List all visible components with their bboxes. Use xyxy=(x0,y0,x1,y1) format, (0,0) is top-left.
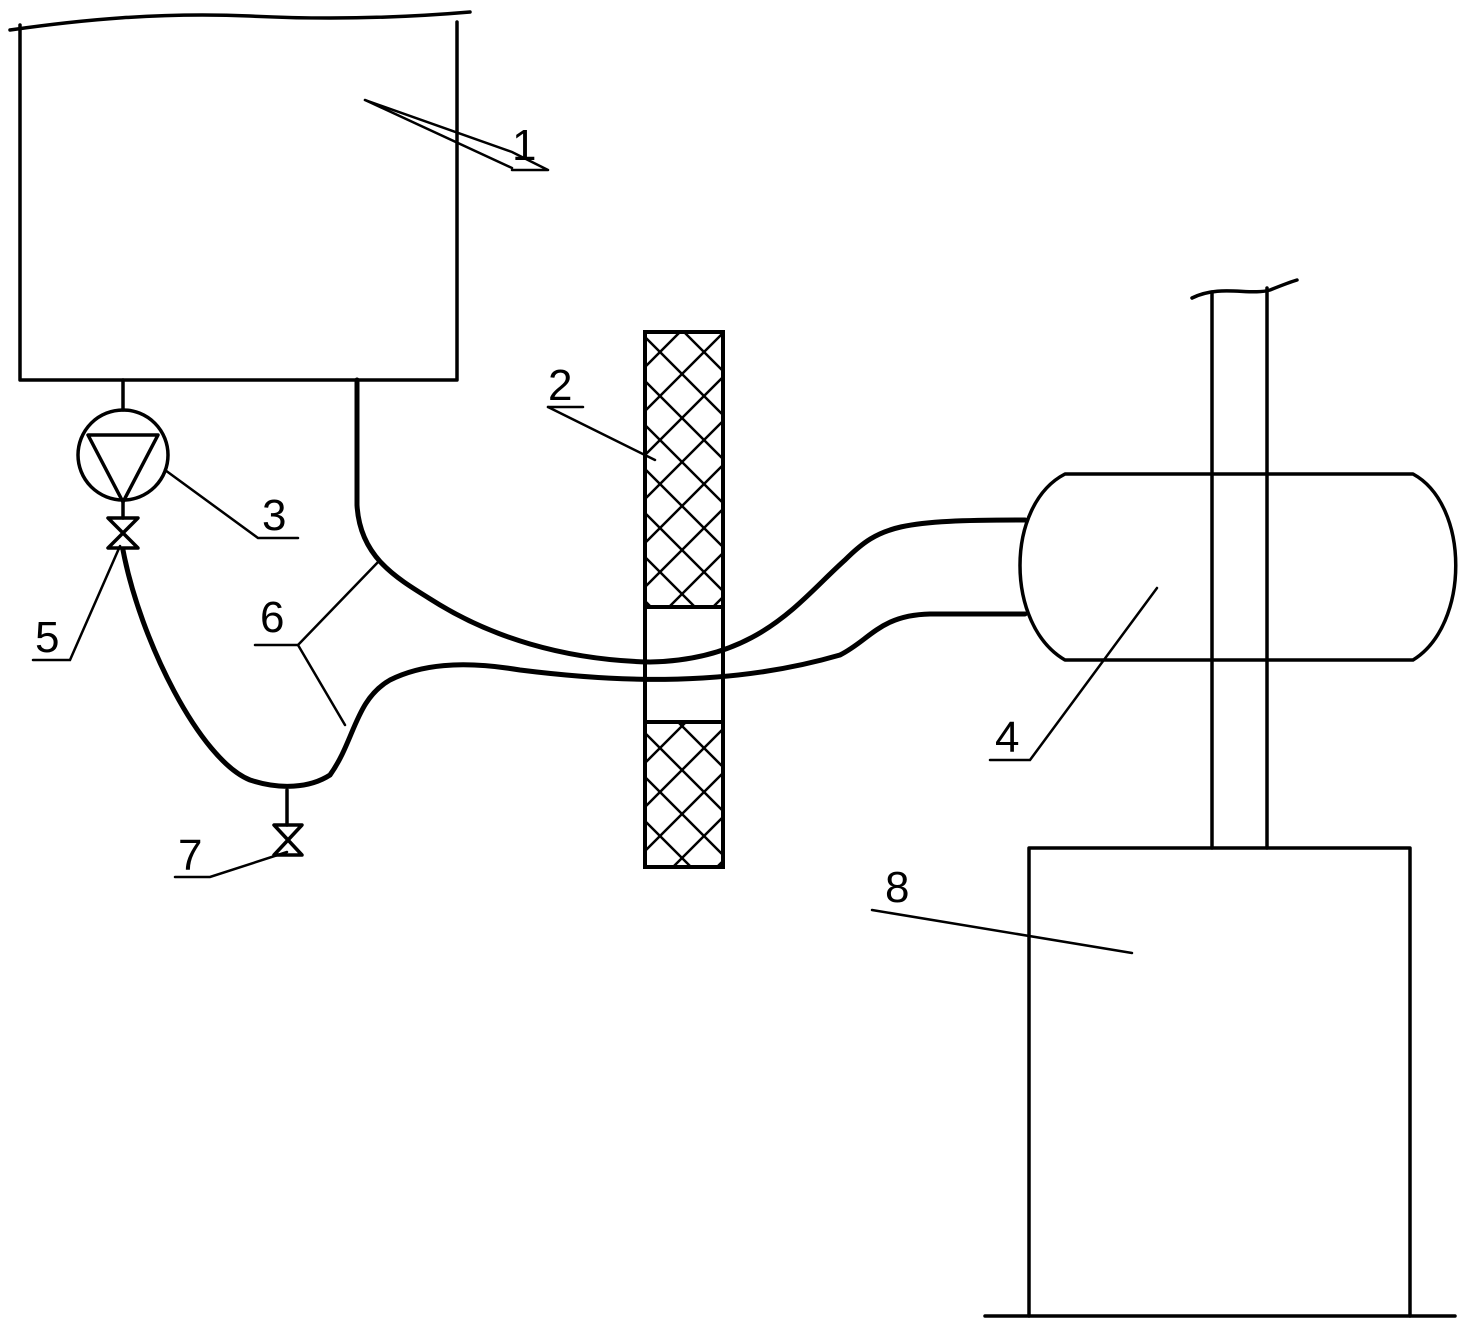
column xyxy=(1190,278,1299,850)
pump-icon xyxy=(76,378,170,504)
vessel xyxy=(1018,472,1458,662)
label-valve-drain: 7 xyxy=(178,831,202,880)
label-base: 8 xyxy=(885,863,909,912)
label-tank: 1 xyxy=(512,121,536,170)
pipes xyxy=(120,377,1028,789)
screen-wall xyxy=(643,330,725,869)
label-vessel: 4 xyxy=(995,713,1019,762)
label-valve-upper: 5 xyxy=(35,613,59,662)
valve-icon xyxy=(106,500,140,550)
valve-icon xyxy=(272,788,304,857)
label-pipes: 6 xyxy=(260,593,284,642)
tank xyxy=(8,10,472,382)
label-pump: 3 xyxy=(262,491,286,540)
base xyxy=(983,846,1457,1318)
label-screen: 2 xyxy=(548,361,572,410)
leader-lines xyxy=(31,98,1159,955)
